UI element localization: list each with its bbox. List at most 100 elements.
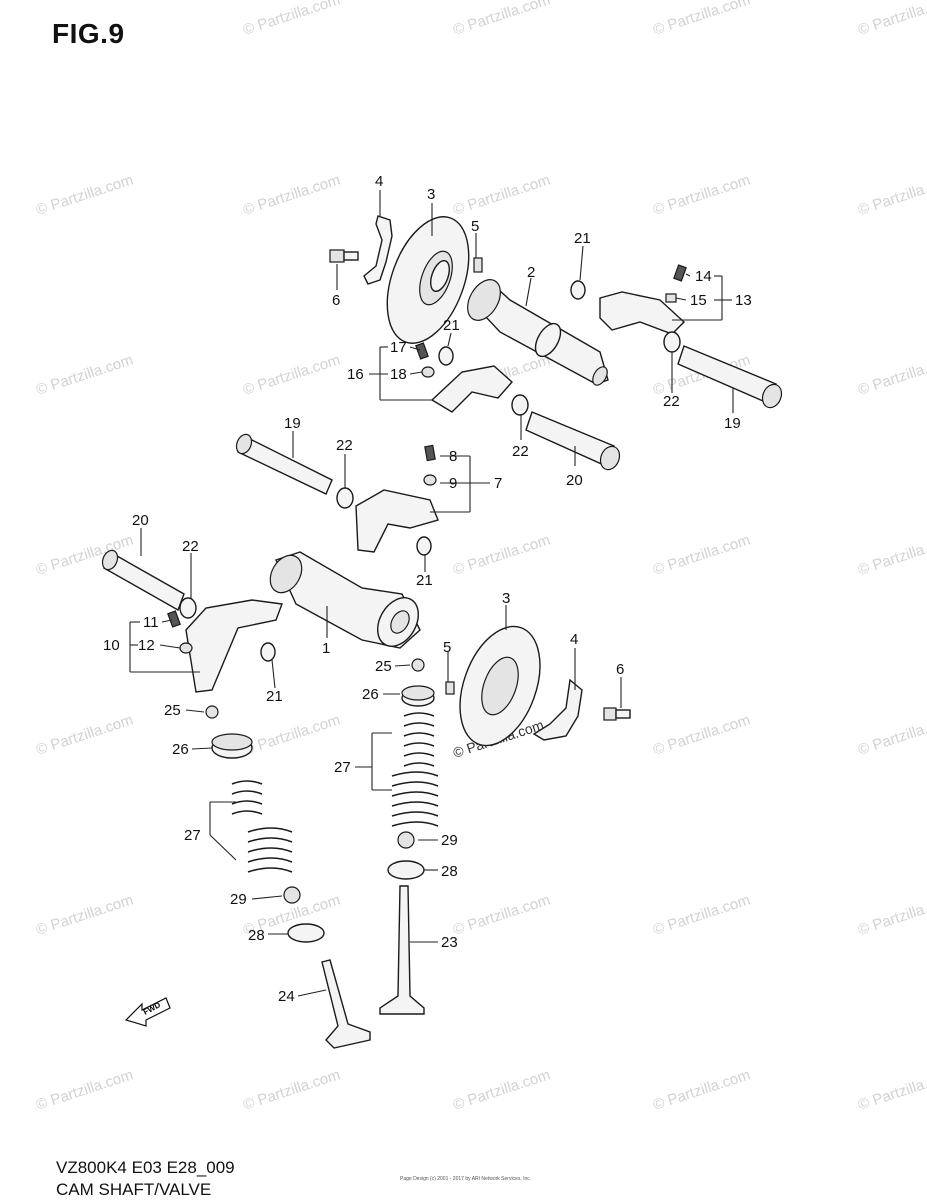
watermark: © Partzilla.com xyxy=(451,531,552,578)
watermark: © Partzilla.com xyxy=(34,711,135,758)
watermark: © Partzilla.com xyxy=(856,0,927,39)
watermark: © Partzilla.com xyxy=(651,0,752,39)
callout-26: 26 xyxy=(172,741,189,758)
callout-11: 11 xyxy=(143,614,159,631)
watermark: © Partzilla.com xyxy=(241,0,342,39)
callout-23: 23 xyxy=(441,934,458,951)
callout-20: 20 xyxy=(132,512,149,529)
valve-seal-29b xyxy=(284,887,300,903)
callout-22: 22 xyxy=(663,393,680,410)
rocker-arm-7 xyxy=(356,445,438,552)
rocker-arm-13 xyxy=(600,265,686,334)
callout-21: 21 xyxy=(574,230,591,247)
washer-21d xyxy=(261,643,275,661)
watermark: © Partzilla.com xyxy=(856,531,927,578)
callout-14: 14 xyxy=(695,268,712,285)
watermark: © Partzilla.com xyxy=(856,711,927,758)
watermark: © Partzilla.com xyxy=(651,891,752,938)
callout-22: 22 xyxy=(182,538,199,555)
watermark: © Partzilla.com xyxy=(856,891,927,938)
forward-arrow: FWD xyxy=(126,998,170,1026)
watermark: © Partzilla.com xyxy=(241,171,342,218)
watermark: © Partzilla.com xyxy=(651,171,752,218)
washer-22b xyxy=(512,395,528,415)
watermark: © Partzilla.com xyxy=(451,171,552,218)
rocker-shaft-19b xyxy=(234,432,332,494)
watermark-layer: © Partzilla.com © Partzilla.com © Partzi… xyxy=(34,0,927,1114)
watermark: © Partzilla.com xyxy=(241,1066,342,1113)
retainer-upper xyxy=(364,216,392,284)
spring-retainer-26a xyxy=(212,734,252,758)
callout-24: 24 xyxy=(278,988,295,1005)
rocker-shaft-20a xyxy=(526,412,623,472)
callout-6: 6 xyxy=(616,661,624,678)
callout-3: 3 xyxy=(427,186,435,203)
callout-8: 8 xyxy=(449,448,457,465)
watermark: © Partzilla.com xyxy=(856,351,927,398)
callout-29: 29 xyxy=(230,891,247,908)
callout-16: 16 xyxy=(347,366,364,383)
watermark: © Partzilla.com xyxy=(34,891,135,938)
callout-28: 28 xyxy=(441,863,458,880)
diagram-caption: CAM SHAFT/VALVE xyxy=(56,1180,211,1200)
callout-22: 22 xyxy=(512,443,529,460)
watermark: © Partzilla.com xyxy=(241,711,342,758)
washer-21b xyxy=(439,347,453,365)
valve-springs-27a xyxy=(392,713,438,826)
watermark: © Partzilla.com xyxy=(651,1066,752,1113)
watermark: © Partzilla.com xyxy=(856,1066,927,1113)
watermark: © Partzilla.com xyxy=(856,171,927,218)
callout-10: 10 xyxy=(103,637,120,654)
washer-22d xyxy=(180,598,196,618)
bolt-lower xyxy=(604,708,630,720)
callout-12: 12 xyxy=(138,637,155,654)
callout-29: 29 xyxy=(441,832,458,849)
callout-27: 27 xyxy=(184,827,201,844)
callout-28: 28 xyxy=(248,927,265,944)
rocker-arm-16 xyxy=(416,343,512,412)
valve-cotter-25a xyxy=(206,706,218,718)
callout-22: 22 xyxy=(336,437,353,454)
callout-21: 21 xyxy=(266,688,283,705)
rocker-shaft-20b xyxy=(100,548,184,610)
callout-3: 3 xyxy=(502,590,510,607)
watermark: © Partzilla.com xyxy=(34,351,135,398)
diagram-code: VZ800K4 E03 E28_009 xyxy=(56,1158,235,1178)
pin-lower xyxy=(446,682,454,694)
bolt-upper xyxy=(330,250,358,262)
callout-4: 4 xyxy=(570,631,578,648)
callout-13: 13 xyxy=(735,292,752,309)
watermark: © Partzilla.com xyxy=(651,531,752,578)
callout-1: 1 xyxy=(322,640,330,657)
callout-25: 25 xyxy=(164,702,181,719)
valve-cotter-25b xyxy=(412,659,424,671)
washer-22c xyxy=(337,488,353,508)
callout-17: 17 xyxy=(390,339,407,356)
callout-18: 18 xyxy=(390,366,407,383)
exhaust-valve-23 xyxy=(380,886,424,1014)
washer-21a xyxy=(571,281,585,299)
washer-21c xyxy=(417,537,431,555)
intake-valve-24 xyxy=(322,960,370,1048)
valve-springs-27b xyxy=(232,781,292,872)
camshaft-lower xyxy=(264,550,427,654)
spring-retainer-26b xyxy=(402,686,434,706)
callout-15: 15 xyxy=(690,292,707,309)
callout-5: 5 xyxy=(471,218,479,235)
spring-seat-28a xyxy=(388,861,424,879)
callout-26: 26 xyxy=(362,686,379,703)
callout-19: 19 xyxy=(284,415,301,432)
spring-seat-28b xyxy=(288,924,324,942)
watermark: © Partzilla.com xyxy=(451,1066,552,1113)
callout-27: 27 xyxy=(334,759,351,776)
watermark: © Partzilla.com xyxy=(34,1066,135,1113)
valve-seal-29a xyxy=(398,832,414,848)
callout-5: 5 xyxy=(443,639,451,656)
watermark: © Partzilla.com xyxy=(241,351,342,398)
watermark: © Partzilla.com xyxy=(34,171,135,218)
watermark: © Partzilla.com xyxy=(451,891,552,938)
callout-21: 21 xyxy=(416,572,433,589)
callout-2: 2 xyxy=(527,264,535,281)
callout-6: 6 xyxy=(332,292,340,309)
